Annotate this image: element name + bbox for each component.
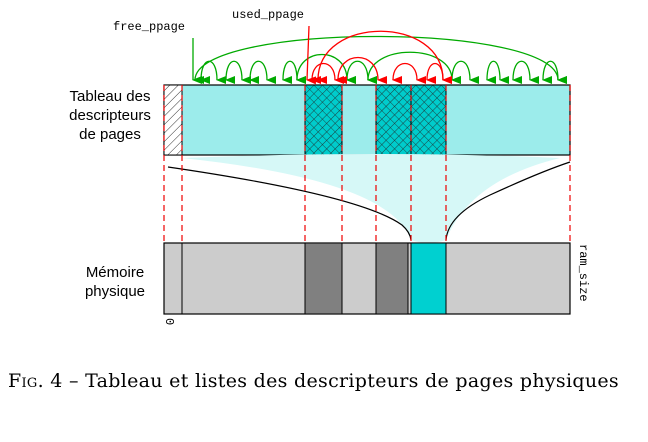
mapping-curve-left — [167, 166, 412, 241]
used-list-link — [337, 56, 388, 85]
used-descriptor — [304, 84, 343, 156]
memory-used-page — [304, 242, 343, 315]
dashed-guides — [163, 85, 571, 243]
free-list-link — [486, 60, 510, 85]
free-ppage-label: free_ppage — [113, 20, 186, 34]
figure-number: Fig. 4 — [8, 370, 63, 392]
ram-size-label: ram_size — [576, 244, 590, 302]
caption-text: – Tableau et listes des descripteurs de … — [62, 370, 619, 392]
used-list-link — [392, 63, 427, 85]
free-list-link — [200, 60, 227, 85]
descriptor-table — [163, 84, 571, 156]
free-list-link — [542, 60, 568, 85]
free-list-link — [451, 60, 480, 85]
memory-label-line: physique — [84, 283, 146, 300]
free-list-link — [346, 60, 378, 85]
table-label-line: Tableau des — [69, 88, 151, 105]
table-label-line: de pages — [79, 126, 141, 143]
used-descriptor — [410, 84, 447, 156]
list-arrows — [192, 25, 568, 85]
free-list-link — [367, 51, 462, 85]
physical-memory — [163, 242, 571, 315]
free-list-link — [194, 35, 568, 85]
used-descriptor — [375, 84, 412, 156]
used-list-link — [317, 30, 453, 85]
used-ppage-label: used_ppage — [232, 8, 305, 22]
memory-label: Mémoire physique — [65, 263, 165, 301]
mapping-curve-right — [445, 161, 571, 241]
memory-label-line: Mémoire — [85, 264, 145, 281]
free-list-link — [282, 60, 307, 85]
free-list-link — [296, 54, 357, 85]
used-list-head-pointer — [306, 25, 317, 85]
zero-label: 0 — [162, 318, 176, 326]
mapping-shade — [182, 154, 560, 243]
table-label-line: descripteurs — [69, 107, 151, 124]
free-list-link — [249, 60, 277, 85]
free-list-link — [512, 60, 540, 85]
table-label: Tableau des descripteurs de pages — [50, 87, 170, 144]
memory-used-page — [375, 242, 409, 315]
figure-caption: Fig. 4 – Tableau et listes des descripte… — [8, 366, 638, 396]
memory-descriptor-area — [410, 242, 447, 315]
free-list-link — [225, 60, 252, 85]
used-list-link — [311, 63, 345, 85]
